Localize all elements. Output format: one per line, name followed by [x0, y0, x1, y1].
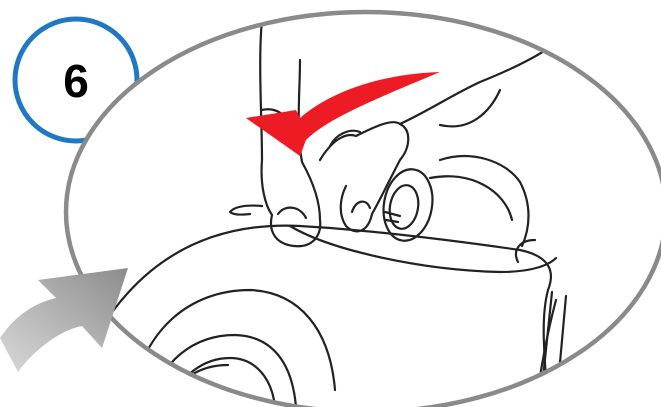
- magnified-detail: [66, 12, 661, 407]
- step-number: 6: [63, 55, 89, 107]
- curved-pointer-arrow-icon: [0, 268, 128, 372]
